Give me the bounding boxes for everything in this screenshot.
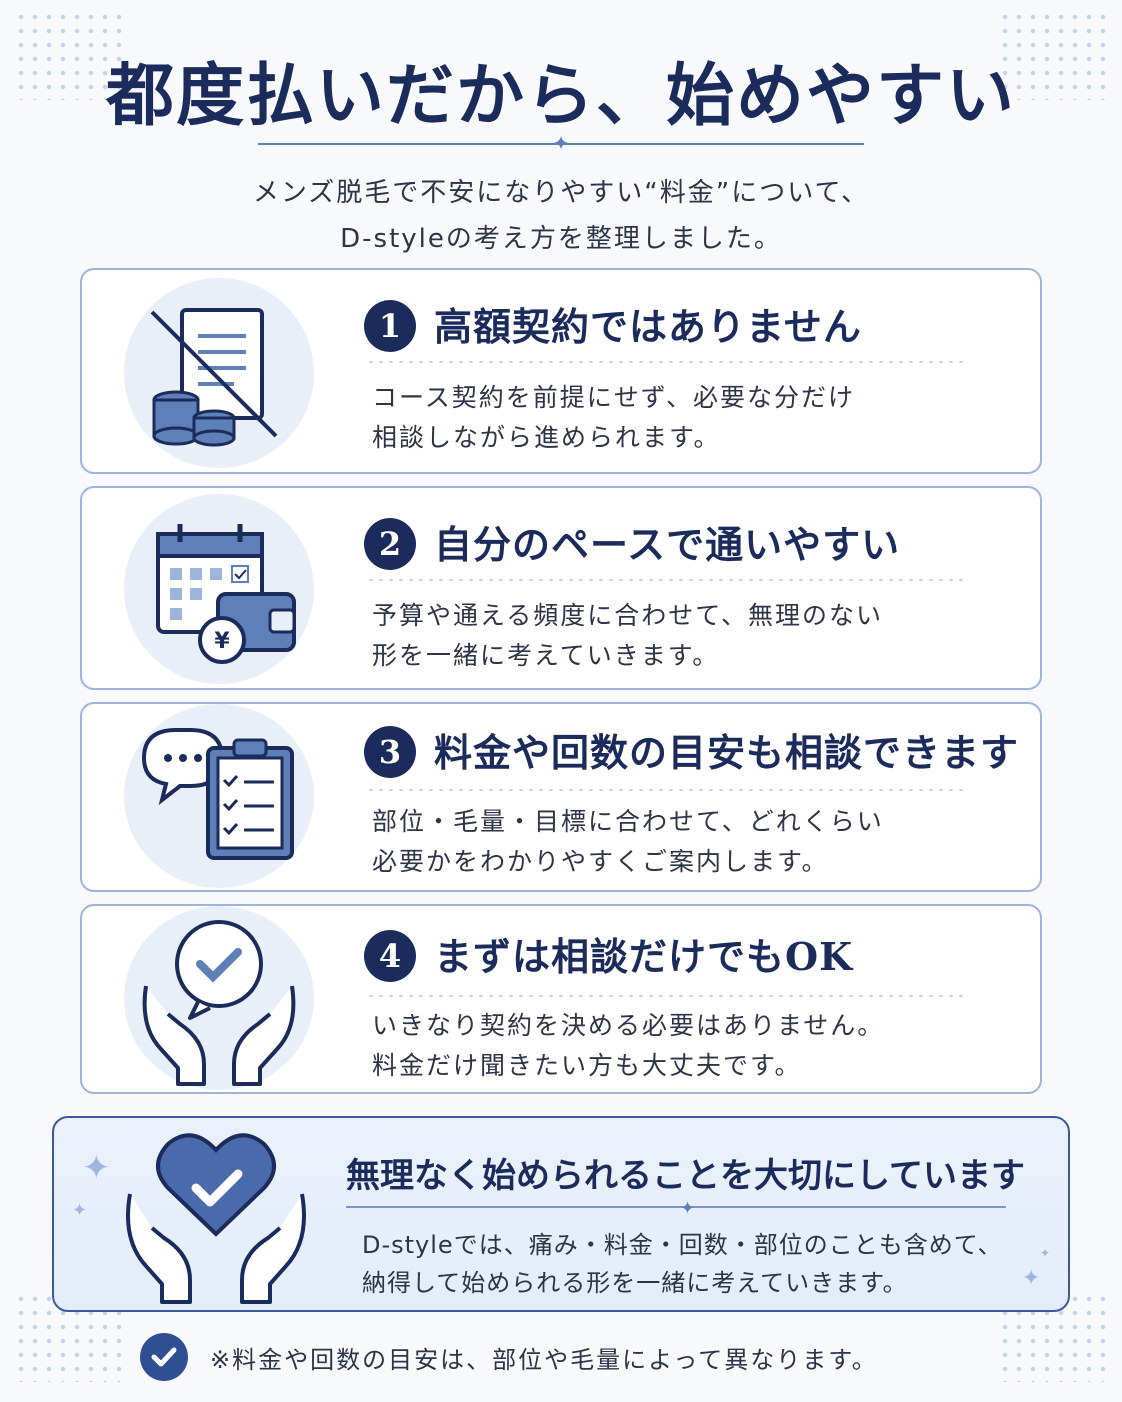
card-body-line: 形を一緒に考えていきます。 [372, 641, 720, 670]
hands-heart-check-icon [126, 1133, 306, 1304]
calendar-wallet-icon: ¥ [124, 494, 314, 684]
hands-check-bubble-icon [124, 906, 314, 1090]
dotted-divider [366, 578, 966, 582]
sparkle-icon: ✦ [552, 131, 570, 155]
dotted-divider [366, 994, 966, 998]
dotted-divider [366, 788, 966, 792]
card-heading: 高額契約ではありません [434, 304, 862, 349]
highlight-body-line: D-styleでは、痛み・料金・回数・部位のことも含めて、 [362, 1231, 1003, 1259]
sparkle-icon: ✦ [680, 1198, 696, 1219]
card-body: 部位・毛量・目標に合わせて、どれくらい 必要かをわかりやすくご案内します。 [372, 802, 884, 882]
feature-card-3: 3 料金や回数の目安も相談できます 部位・毛量・目標に合わせて、どれくらい 必要… [80, 702, 1042, 892]
sparkle-icon: ✦ [1040, 1246, 1051, 1260]
svg-text:¥: ¥ [214, 629, 230, 654]
card-heading: まずは相談だけでもOK [434, 934, 854, 979]
step-number-badge: 1 [364, 300, 416, 352]
card-body: 予算や通える頻度に合わせて、無理のない 形を一緒に考えていきます。 [372, 596, 883, 676]
step-number-badge: 3 [364, 726, 416, 778]
card-body: いきなり契約を決める必要はありません。 料金だけ聞きたい方も大丈夫です。 [372, 1006, 884, 1086]
card-body-line: いきなり契約を決める必要はありません。 [372, 1011, 885, 1040]
subtitle-line: メンズ脱毛で不安になりやすい“料金”について、 [252, 178, 870, 208]
title-divider [258, 143, 864, 145]
chat-clipboard-icon [124, 704, 314, 888]
sparkle-icon: ✦ [82, 1148, 111, 1188]
step-number-badge: 2 [364, 518, 416, 570]
dotted-divider [366, 360, 966, 364]
no-contract-coins-icon [124, 278, 314, 468]
sparkle-icon: ✦ [1022, 1266, 1041, 1291]
highlight-heading: 無理なく始められることを大切にしています [346, 1156, 1025, 1196]
card-heading: 自分のペースで通いやすい [434, 522, 901, 567]
commitment-highlight-box: ✦ ✦ ✦ ✦ 無理なく始められることを大切にしています ✦ D-styleでは… [52, 1116, 1070, 1312]
page-title: 都度払いだから、始めやすい [105, 56, 1016, 136]
decorative-dots-top-left [14, 10, 124, 100]
footnote-text: ※料金や回数の目安は、部位や毛量によって異なります。 [210, 1345, 878, 1374]
card-body: コース契約を前提にせず、必要な分だけ 相談しながら進められます。 [372, 378, 855, 458]
card-heading: 料金や回数の目安も相談できます [434, 730, 1020, 775]
sparkle-icon: ✦ [72, 1200, 88, 1221]
subtitle-line: D-styleの考え方を整理しました。 [340, 224, 782, 254]
feature-card-4: 4 まずは相談だけでもOK いきなり契約を決める必要はありません。 料金だけ聞き… [80, 904, 1042, 1094]
page-subtitle: メンズ脱毛で不安になりやすい“料金”について、 D-styleの考え方を整理しま… [0, 170, 1122, 262]
feature-card-1: 1 高額契約ではありません コース契約を前提にせず、必要な分だけ 相談しながら進… [80, 268, 1042, 474]
decorative-dots-top-right [998, 10, 1108, 100]
card-body-line: 必要かをわかりやすくご案内します。 [372, 847, 829, 876]
footnote: ※料金や回数の目安は、部位や毛量によって異なります。 [140, 1332, 878, 1382]
highlight-body: D-styleでは、痛み・料金・回数・部位のことも含めて、 納得して始められる形… [362, 1226, 1003, 1302]
card-body-line: 相談しながら進められます。 [372, 423, 721, 452]
feature-card-2: ¥ 2 自分のペースで通いやすい 予算や通える頻度に合わせて、無理のない 形を一… [80, 486, 1042, 690]
check-circle-icon [140, 1333, 188, 1381]
highlight-body-line: 納得して始められる形を一緒に考えていきます。 [362, 1269, 908, 1297]
card-body-line: 予算や通える頻度に合わせて、無理のない [372, 601, 884, 630]
card-body-line: 部位・毛量・目標に合わせて、どれくらい [372, 807, 884, 836]
highlight-divider [346, 1206, 1006, 1208]
card-body-line: コース契約を前提にせず、必要な分だけ [372, 383, 856, 412]
card-body-line: 料金だけ聞きたい方も大丈夫です。 [372, 1051, 802, 1080]
step-number-badge: 4 [364, 930, 416, 982]
